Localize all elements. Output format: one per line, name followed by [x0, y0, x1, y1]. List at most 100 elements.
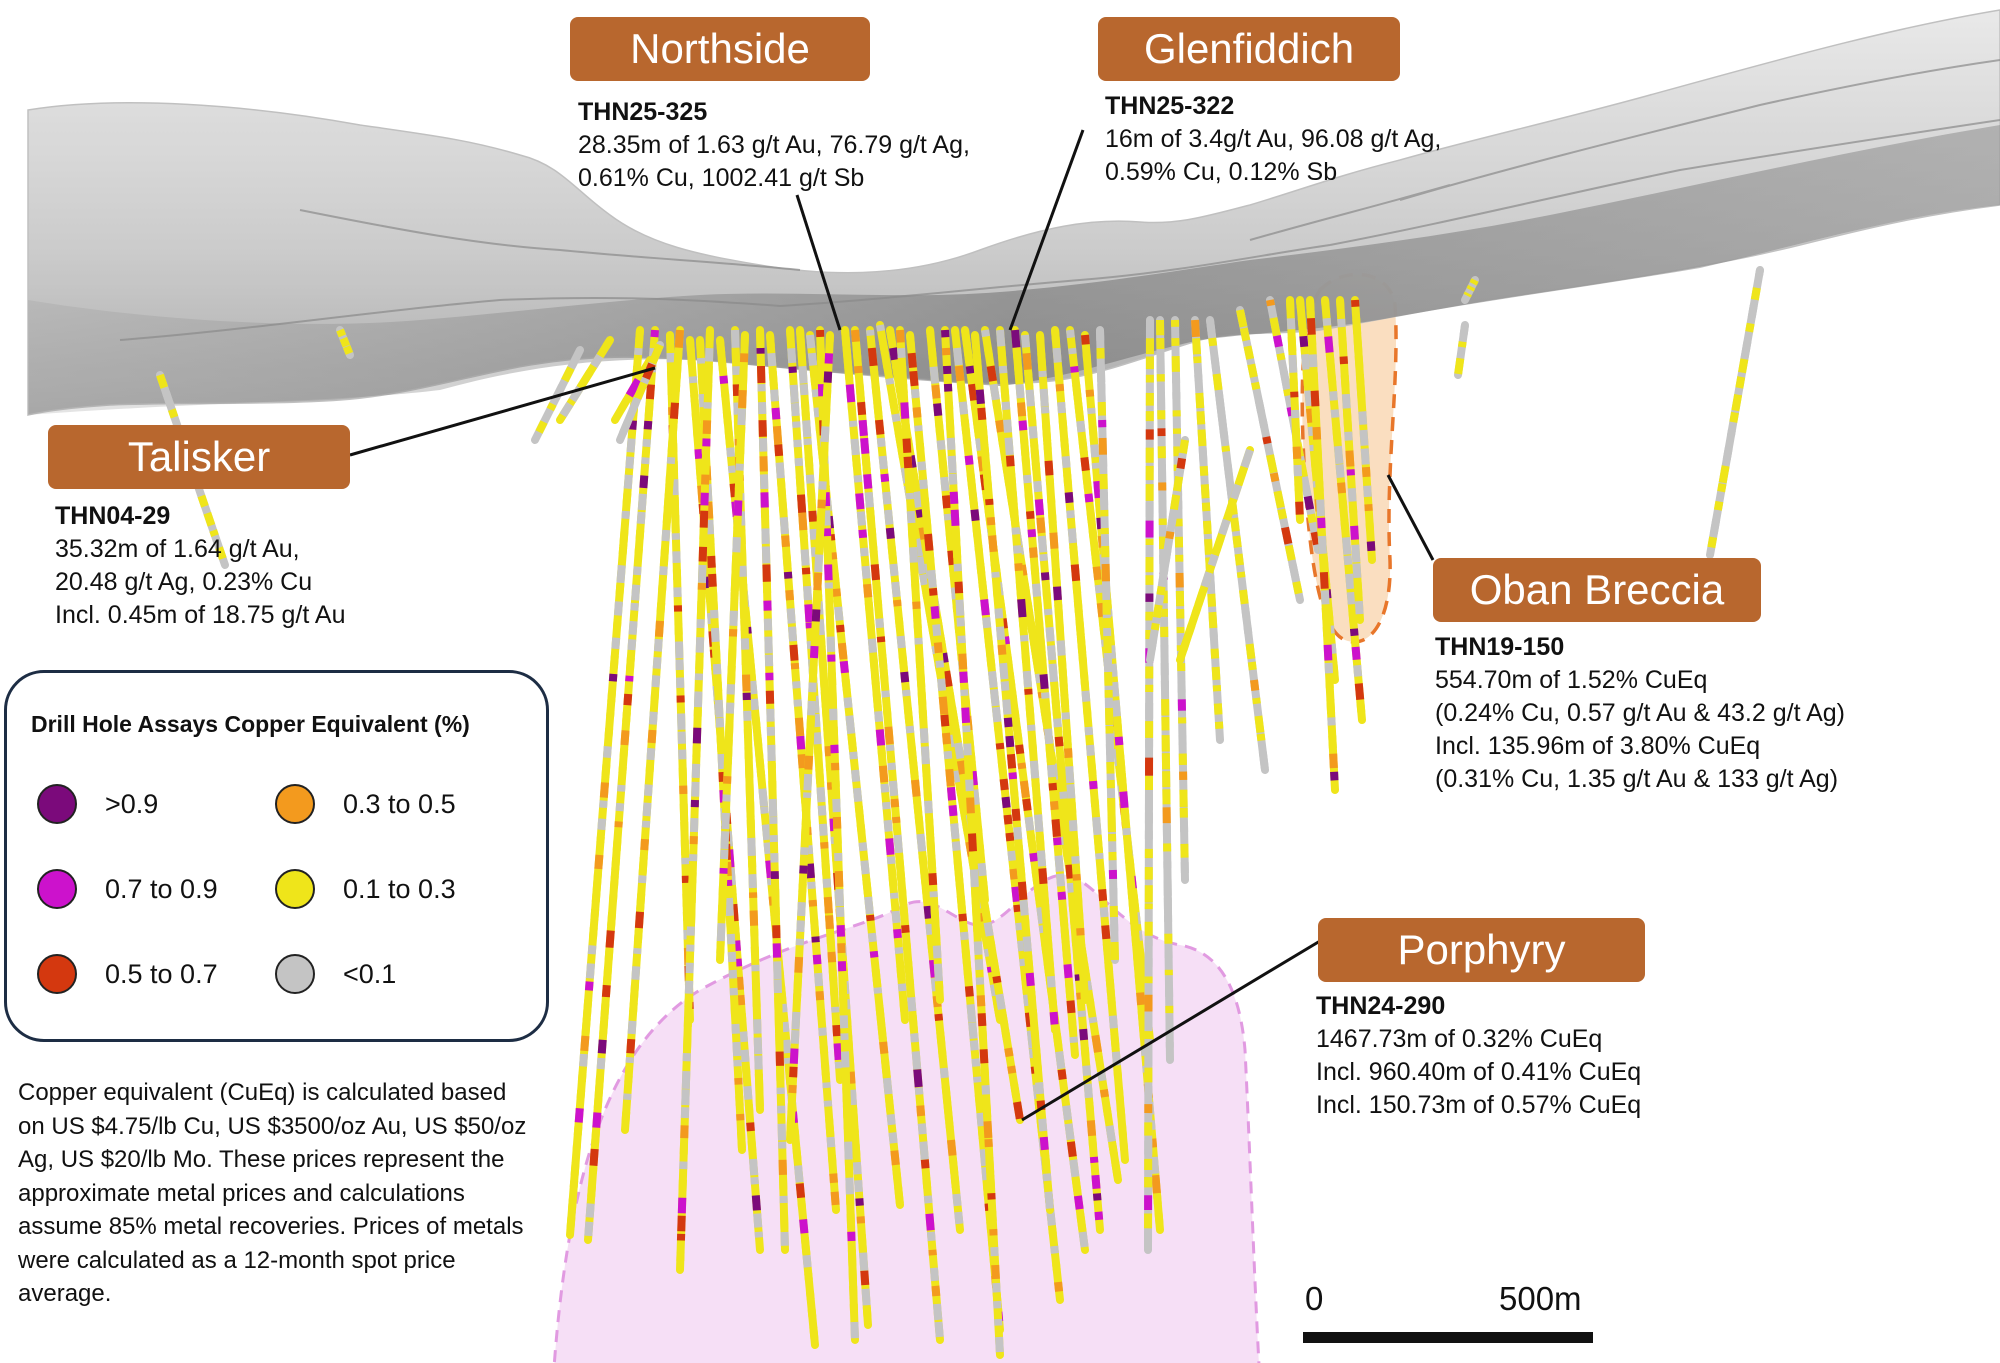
assay-interval [753, 1037, 763, 1055]
assay-interval [996, 626, 1006, 641]
assay-interval [897, 449, 907, 460]
glenfiddich-line-2: 0.59% Cu, 0.12% Sb [1105, 158, 1338, 186]
assay-interval [778, 1003, 788, 1013]
assay-interval [1197, 429, 1207, 447]
assay-interval [591, 1130, 601, 1143]
assay-interval [1030, 565, 1040, 575]
assay-interval [964, 455, 974, 466]
assay-interval [912, 490, 924, 508]
assay-interval [971, 905, 981, 917]
assay-interval [1026, 510, 1035, 520]
assay-interval [1068, 820, 1078, 832]
assay-interval [1272, 334, 1283, 348]
assay-interval [943, 513, 953, 521]
assay-interval [790, 1030, 800, 1044]
assay-interval [889, 347, 899, 361]
assay-interval [1469, 278, 1479, 286]
assay-interval [1332, 427, 1342, 443]
assay-interval [848, 420, 858, 428]
assay-interval [969, 869, 979, 888]
assay-interval [968, 383, 979, 401]
assay-interval [716, 339, 726, 354]
assay-interval [1012, 726, 1023, 742]
assay-interval [720, 831, 730, 850]
assay-interval [1045, 957, 1055, 977]
assay-interval [569, 1180, 579, 1188]
assay-interval [1352, 563, 1362, 579]
assay-interval [796, 494, 807, 514]
assay-interval [730, 922, 741, 940]
assay-interval [1054, 799, 1064, 810]
assay-interval [623, 693, 633, 706]
assay-interval [1020, 438, 1030, 456]
assay-interval [974, 959, 984, 971]
assay-interval [849, 1107, 859, 1122]
assay-interval [841, 329, 851, 347]
assay-interval [1016, 863, 1026, 877]
assay-interval [956, 895, 967, 913]
assay-interval [1010, 790, 1019, 801]
assay-interval [574, 1107, 584, 1123]
assay-interval [888, 1132, 898, 1144]
assay-interval [1042, 1173, 1052, 1182]
assay-interval [861, 455, 871, 472]
assay-interval [846, 1071, 856, 1084]
assay-interval [935, 660, 945, 668]
assay-interval [1082, 708, 1092, 717]
assay-interval [842, 1087, 851, 1103]
assay-interval [1212, 373, 1223, 391]
assay-interval [1316, 499, 1326, 517]
assay-interval [1351, 646, 1361, 661]
assay-interval [1338, 500, 1348, 510]
assay-interval [913, 619, 922, 629]
assay-interval [699, 510, 709, 528]
assay-interval [1321, 608, 1331, 620]
assay-interval [924, 800, 933, 814]
assay-interval [845, 1053, 855, 1072]
northside-intercept: THN25-325 28.35m of 1.63 g/t Au, 76.79 g… [578, 96, 970, 195]
assay-interval [1123, 846, 1134, 864]
assay-interval [650, 693, 659, 703]
assay-interval [977, 407, 987, 421]
assay-interval [761, 824, 772, 841]
assay-interval [1202, 520, 1212, 535]
assay-interval [1068, 347, 1077, 355]
assay-interval [1044, 728, 1054, 745]
assay-interval [638, 856, 648, 876]
assay-interval [989, 688, 1000, 707]
assay-interval [1034, 499, 1045, 516]
assay-interval [858, 529, 868, 539]
assay-interval [1065, 766, 1075, 784]
assay-interval [819, 1045, 829, 1054]
assay-interval [875, 1005, 886, 1024]
assay-interval [1044, 1191, 1054, 1209]
assay-interval [1098, 889, 1108, 902]
assay-interval [779, 516, 790, 535]
assay-interval [1119, 1141, 1129, 1151]
assay-interval [1346, 591, 1356, 605]
talisker-line-1: 35.32m of 1.64 g/t Au, [55, 535, 300, 563]
assay-interval [860, 860, 870, 875]
assay-interval [1067, 802, 1077, 814]
assay-interval [1301, 353, 1311, 370]
assay-interval [1717, 483, 1727, 493]
assay-interval [902, 438, 912, 453]
assay-interval [875, 729, 886, 746]
assay-interval [1008, 491, 1018, 506]
assay-interval [1306, 317, 1316, 335]
assay-interval [1204, 538, 1213, 555]
assay-interval [766, 334, 775, 347]
assay-interval [927, 348, 937, 360]
assay-interval [886, 1113, 896, 1126]
assay-interval [837, 642, 848, 660]
assay-interval [1306, 299, 1315, 315]
assay-interval [973, 1076, 982, 1083]
assay-interval [748, 680, 758, 695]
assay-interval [981, 462, 992, 479]
assay-interval [1341, 537, 1352, 555]
assay-interval [900, 671, 910, 683]
assay-interval [809, 528, 819, 540]
assay-interval [613, 601, 623, 616]
assay-interval [681, 1071, 691, 1090]
assay-interval [867, 528, 877, 537]
